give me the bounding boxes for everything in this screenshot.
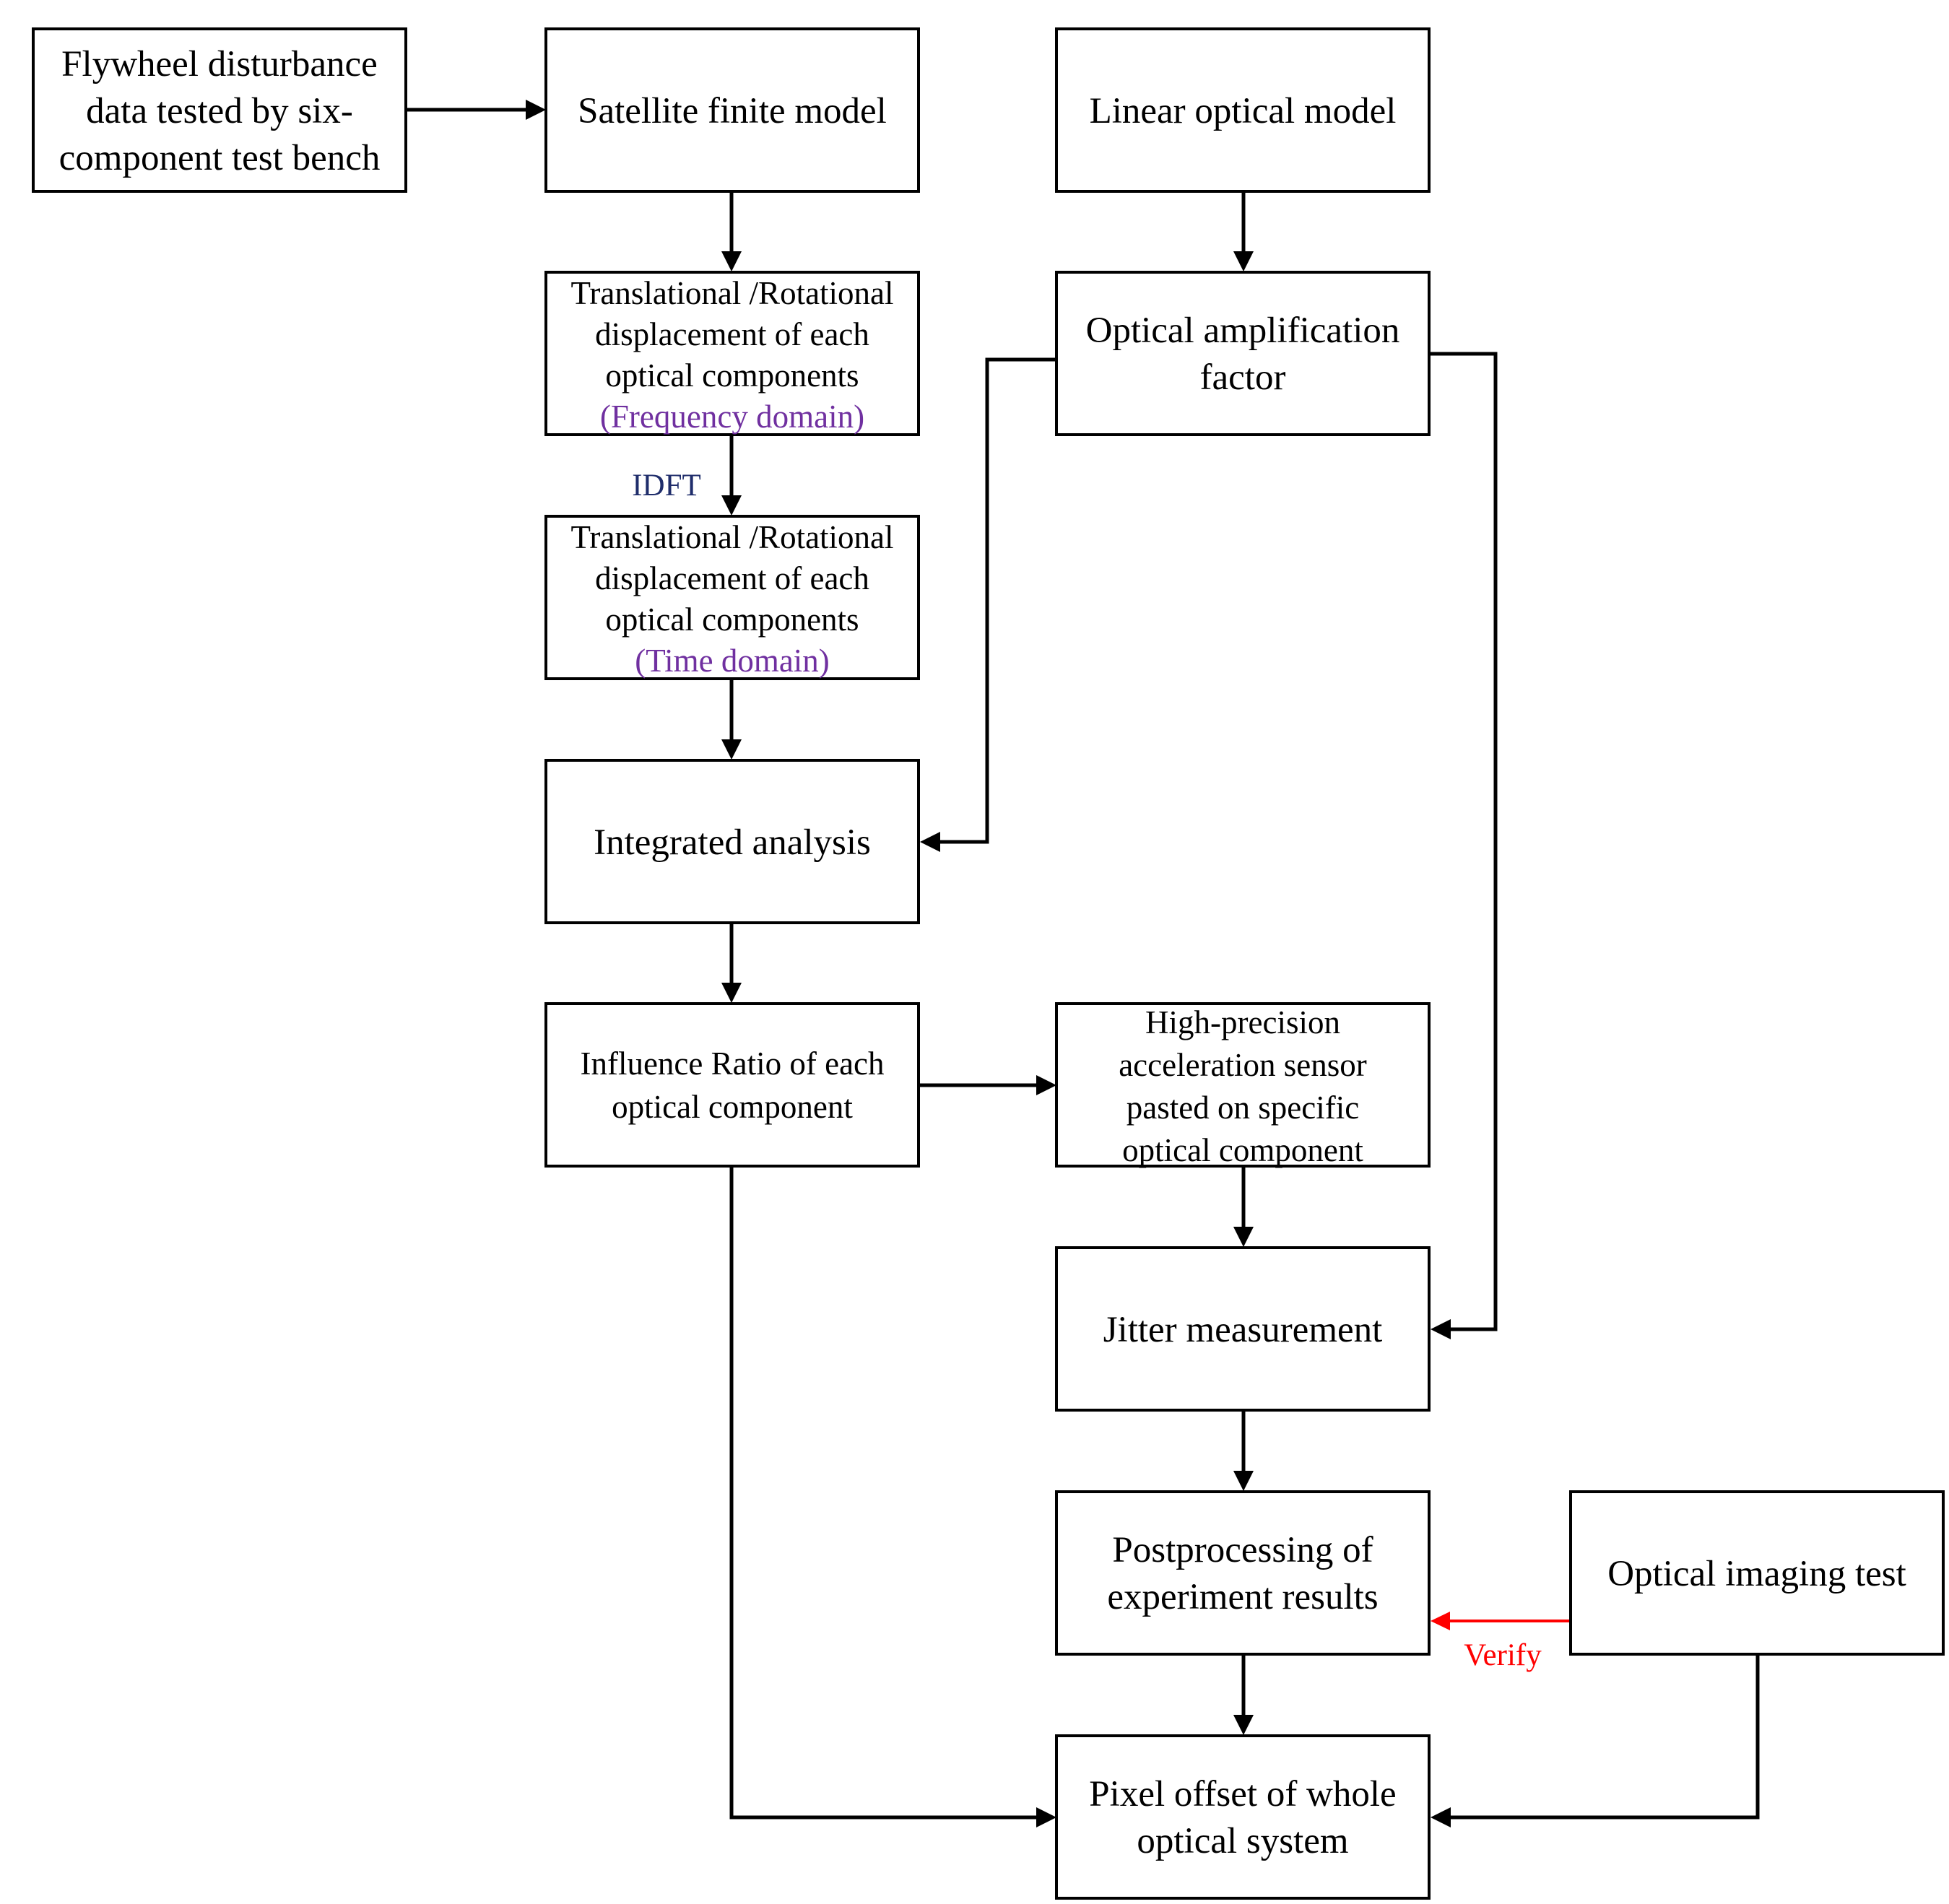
edge-influence-to-pixel-offset bbox=[729, 1167, 1056, 1827]
node-line: factor bbox=[1200, 357, 1286, 398]
verify-label: Verify bbox=[1464, 1638, 1542, 1672]
node-line: Satellite finite model bbox=[578, 91, 887, 131]
node-line: component test bench bbox=[59, 138, 381, 178]
node-optical-imaging-test: Optical imaging test bbox=[1569, 1490, 1945, 1656]
node-line: optical component bbox=[1122, 1132, 1363, 1168]
edge-integrated-to-influence bbox=[721, 923, 742, 1003]
edge-linear-optical-to-amplification bbox=[1233, 192, 1254, 271]
node-line: data tested by six- bbox=[86, 91, 353, 131]
node-postprocessing: Postprocessing of experiment results bbox=[1055, 1490, 1431, 1656]
node-optical-amplification-factor: Optical amplification factor bbox=[1055, 271, 1431, 436]
edge-amplification-to-jitter bbox=[1431, 352, 1498, 1339]
node-line: Linear optical model bbox=[1090, 91, 1397, 131]
node-influence-ratio: Influence Ratio of each optical componen… bbox=[544, 1002, 920, 1168]
node-line: optical system bbox=[1137, 1821, 1348, 1861]
edge-sensor-to-jitter bbox=[1233, 1167, 1254, 1247]
edge-imaging-to-pixel-offset bbox=[1431, 1655, 1760, 1827]
node-line: displacement of each bbox=[595, 560, 869, 596]
node-line: Optical amplification bbox=[1086, 310, 1400, 351]
node-displacement-frequency-domain: Translational /Rotational displacement o… bbox=[544, 271, 920, 436]
node-line: optical components bbox=[605, 357, 859, 394]
edge-amplification-to-integrated bbox=[920, 357, 1056, 852]
node-line: displacement of each bbox=[595, 316, 869, 352]
node-line: Pixel offset of whole bbox=[1089, 1774, 1396, 1814]
edge-influence-to-sensor bbox=[920, 1075, 1056, 1095]
node-line: Optical imaging test bbox=[1607, 1554, 1906, 1594]
node-line: Translational /Rotational bbox=[570, 275, 893, 311]
node-line: Influence Ratio of each bbox=[580, 1046, 884, 1082]
frequency-domain-note: (Frequency domain) bbox=[600, 399, 864, 435]
edge-satellite-to-displacement-freq bbox=[721, 192, 742, 271]
node-line: Integrated analysis bbox=[594, 822, 871, 863]
edge-time-to-integrated bbox=[721, 679, 742, 760]
node-line: optical component bbox=[612, 1089, 853, 1125]
edge-flywheel-to-satellite bbox=[406, 100, 546, 120]
node-flywheel-disturbance: Flywheel disturbance data tested by six-… bbox=[32, 27, 407, 193]
connectors: IDFT bbox=[406, 100, 1760, 1827]
node-line: acceleration sensor bbox=[1119, 1047, 1367, 1083]
node-acceleration-sensor: High-precision acceleration sensor paste… bbox=[1055, 1002, 1431, 1168]
idft-label: IDFT bbox=[632, 469, 701, 503]
edge-jitter-to-postprocessing bbox=[1233, 1411, 1254, 1491]
edge-imaging-verify-postprocessing bbox=[1431, 1612, 1571, 1630]
time-domain-note: (Time domain) bbox=[635, 643, 830, 679]
node-pixel-offset: Pixel offset of whole optical system bbox=[1055, 1734, 1431, 1900]
node-satellite-finite-model: Satellite finite model bbox=[544, 27, 920, 193]
edge-postprocessing-to-pixel-offset bbox=[1233, 1655, 1254, 1735]
node-line: experiment results bbox=[1107, 1577, 1378, 1617]
node-line: optical components bbox=[605, 601, 859, 638]
node-line: Translational /Rotational bbox=[570, 519, 893, 555]
node-line: Flywheel disturbance bbox=[61, 44, 378, 84]
node-line: High-precision bbox=[1145, 1004, 1340, 1040]
node-displacement-time-domain: Translational /Rotational displacement o… bbox=[544, 515, 920, 680]
node-linear-optical-model: Linear optical model bbox=[1055, 27, 1431, 193]
node-line: pasted on specific bbox=[1127, 1090, 1359, 1126]
node-integrated-analysis: Integrated analysis bbox=[544, 759, 920, 924]
node-line: Jitter measurement bbox=[1103, 1310, 1383, 1350]
node-jitter-measurement: Jitter measurement bbox=[1055, 1246, 1431, 1412]
edge-freq-to-time-idft bbox=[721, 435, 742, 516]
node-line: Postprocessing of bbox=[1112, 1530, 1373, 1570]
